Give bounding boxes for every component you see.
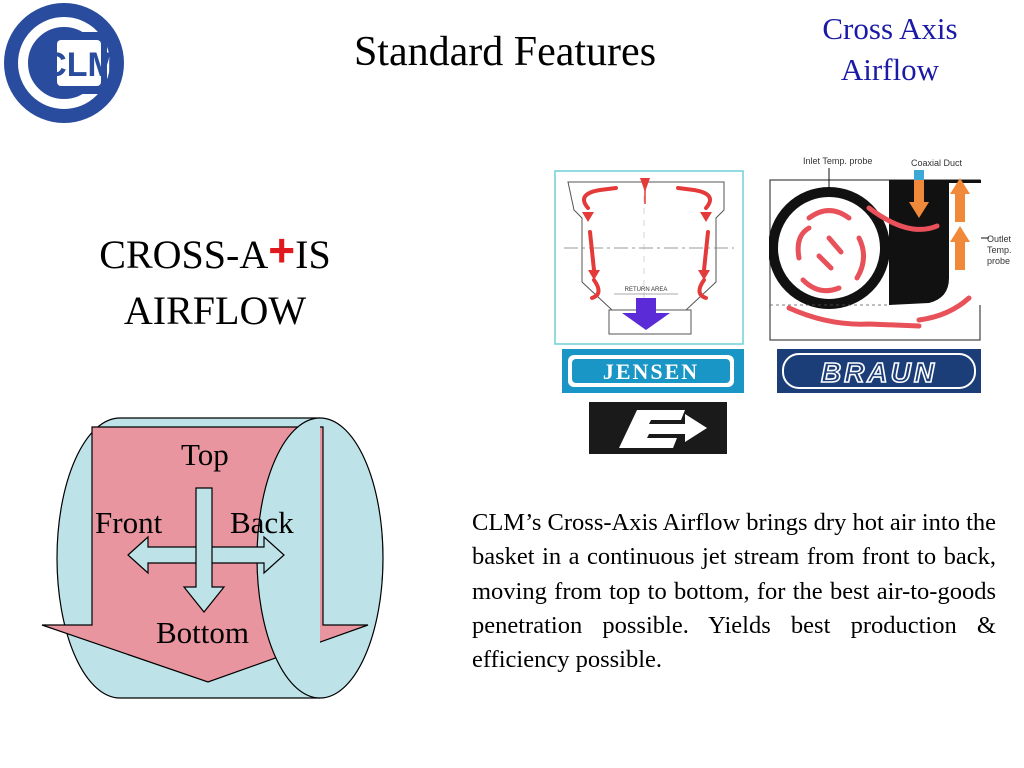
outlet-label-1: Outlet — [987, 234, 1012, 244]
label-back: Back — [230, 505, 294, 540]
heading-part2: IS — [295, 232, 331, 277]
clm-logo: CLM — [4, 3, 124, 123]
return-area-label: RETURN AREA — [625, 287, 668, 293]
heading-part1: CROSS-A — [99, 232, 269, 277]
braun-logo-text: BRAUN — [821, 357, 937, 388]
label-top: Top — [181, 437, 229, 472]
corner-title-line1: Cross Axis — [822, 11, 958, 46]
corner-title: Cross Axis Airflow — [800, 8, 980, 90]
outlet-label-3: probe — [987, 256, 1010, 266]
inlet-temp-label: Inlet Temp. probe — [803, 156, 872, 166]
exhaust-arrow — [622, 298, 670, 330]
corner-title-line2: Airflow — [840, 52, 940, 87]
jensen-airflow-diagram: RETURN AREA — [554, 170, 744, 345]
page-title: Standard Features — [353, 29, 657, 75]
clm-logo-text: CLM — [42, 46, 116, 84]
label-front: Front — [95, 505, 163, 540]
e-brand-logo — [589, 402, 727, 454]
label-bottom: Bottom — [156, 615, 250, 650]
cross-axis-heading: CROSS-A+IS AIRFLOW — [50, 222, 380, 339]
jensen-logo-text: JENSEN — [603, 359, 699, 384]
heading-line2: AIRFLOW — [123, 288, 307, 333]
description-paragraph: CLM’s Cross-Axis Airflow brings dry hot … — [472, 509, 997, 674]
coaxial-duct-label: Coaxial Duct — [911, 158, 963, 168]
heading-plus: + — [268, 224, 296, 276]
airflow-diagram — [41, 417, 384, 699]
outlet-label-2: Temp. — [987, 245, 1012, 255]
jensen-logo: JENSEN — [562, 349, 744, 393]
top-bottom-arrow — [182, 487, 226, 613]
braun-airflow-diagram: Inlet Temp. probe Coaxial Duct Outlet Te… — [769, 156, 1012, 341]
braun-logo: BRAUN — [777, 349, 981, 393]
